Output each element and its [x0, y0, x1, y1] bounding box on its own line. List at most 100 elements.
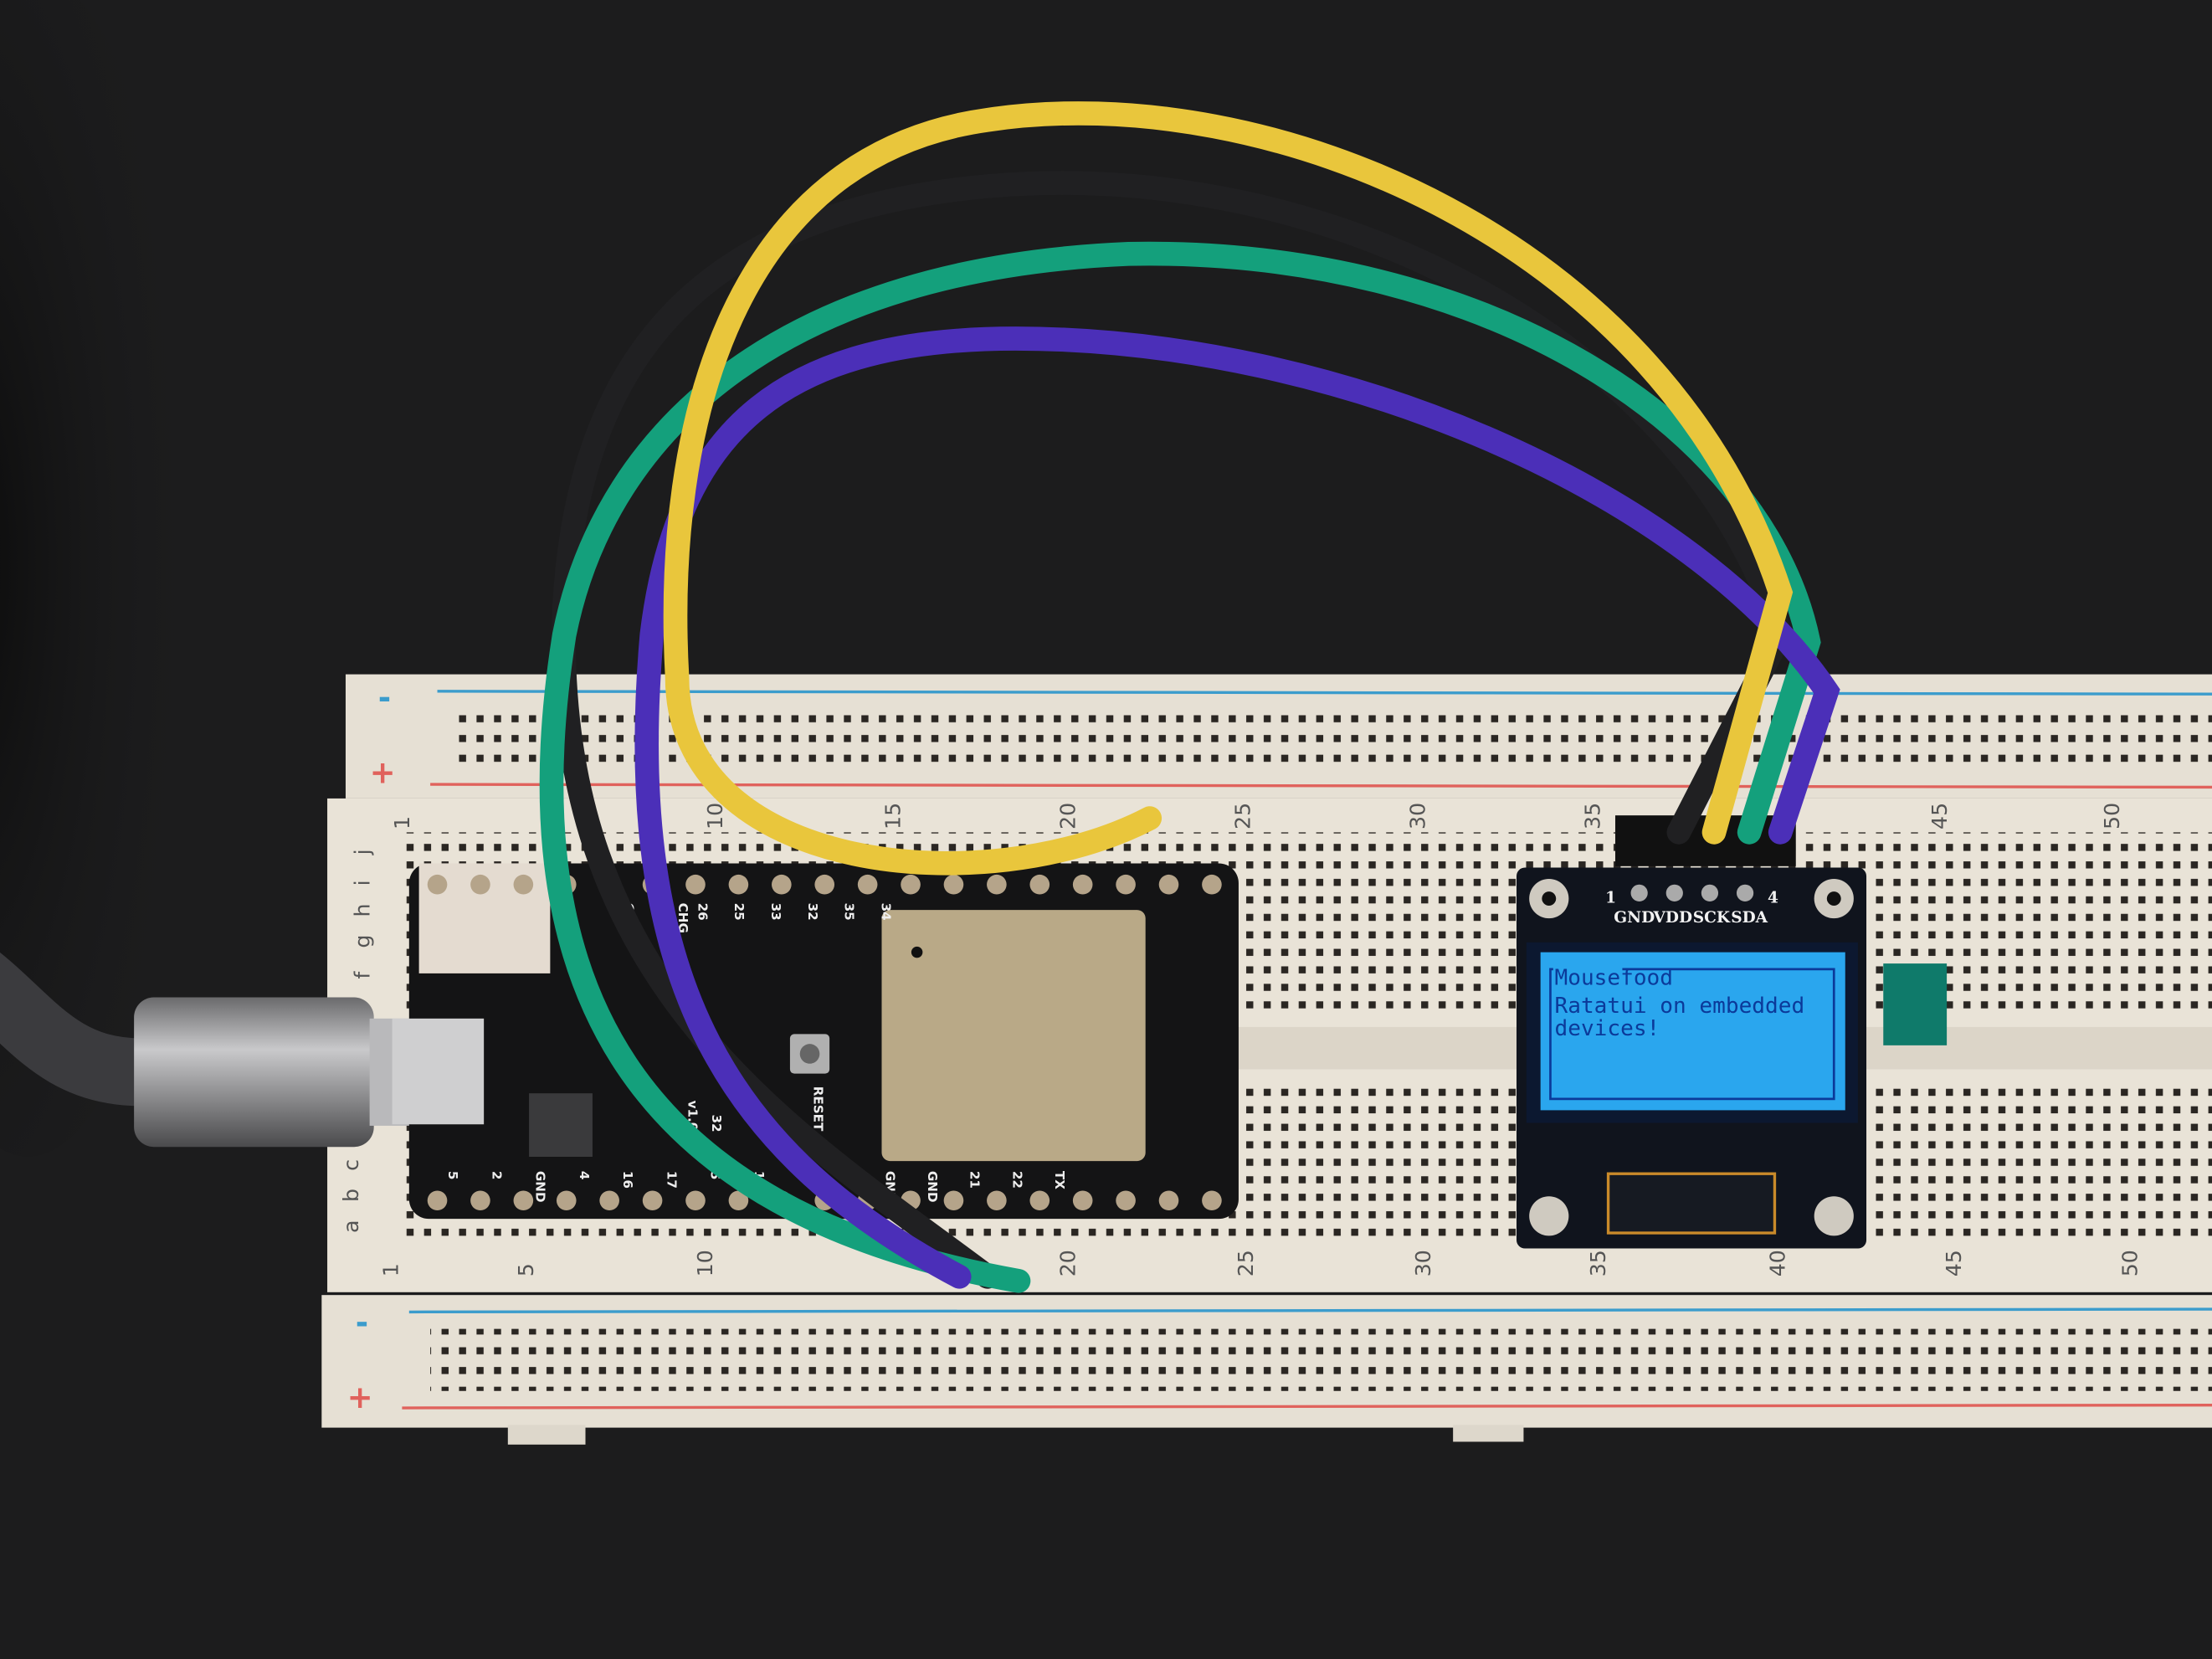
bottom-row-letters: c b a	[339, 1159, 363, 1233]
column-number: 45	[1927, 803, 1952, 830]
vdd-label: VDD	[1653, 909, 1693, 927]
header-pin	[1158, 1190, 1179, 1211]
column-number: 5	[514, 1263, 538, 1276]
oled-screen	[1540, 952, 1845, 1111]
purple-wire	[634, 326, 1840, 1289]
column-number: 40	[1765, 1250, 1789, 1276]
column-number: 10	[693, 1250, 717, 1276]
pin-label: 25	[731, 903, 747, 921]
row-letter: b	[339, 1189, 363, 1202]
pin-label: 2	[489, 1171, 504, 1180]
pin-label: 16	[620, 1171, 635, 1189]
chg-label: CHG	[675, 903, 690, 933]
column-number: 30	[1411, 1250, 1435, 1276]
top-power-rail: - +	[345, 674, 2212, 799]
pin-label: 22	[1009, 1171, 1024, 1189]
sda-label: SDA	[1731, 909, 1768, 927]
row-letter: f	[351, 971, 375, 979]
pin-4-label: 4	[1768, 890, 1778, 907]
yellow-wire	[663, 101, 1794, 876]
rail-minus-label: -	[356, 1305, 368, 1341]
header-pin	[728, 874, 749, 895]
header-pin	[772, 874, 792, 895]
pin-1-label: 1	[1605, 890, 1616, 907]
row-letter: h	[351, 903, 375, 917]
bottom-power-rail: - +	[321, 1295, 2212, 1445]
header-pin	[1202, 874, 1222, 895]
sck-label: SCK	[1693, 909, 1731, 927]
header-pin	[513, 874, 534, 895]
column-number: 35	[1586, 1250, 1610, 1276]
column-number: 35	[1580, 803, 1604, 830]
header-pin	[685, 874, 706, 895]
pin-label: 26	[695, 903, 710, 921]
oled-module: 1 4 GND VDD SCK SDA Mousefood Ratatui on…	[1517, 815, 1948, 1249]
header-pin	[1116, 874, 1136, 895]
oled-pins	[1630, 884, 1754, 901]
header-pin	[470, 1190, 490, 1211]
header-pin	[728, 1190, 749, 1211]
pin-label: 21	[967, 1171, 983, 1189]
header-pin	[1072, 1190, 1093, 1211]
row-letter: c	[339, 1159, 363, 1171]
header-pin	[987, 1190, 1007, 1211]
shadow	[0, 0, 198, 1157]
row-letter: j	[351, 849, 375, 855]
column-number: 1	[390, 816, 414, 830]
header-pin	[513, 1190, 534, 1211]
screen-line-1: Ratatui on embedded	[1555, 994, 1805, 1019]
row-letter: g	[351, 935, 375, 948]
column-number: 25	[1230, 803, 1255, 830]
header-pin	[1158, 874, 1179, 895]
top-row-letters: j i h g f	[351, 849, 375, 978]
rail-plus-label: +	[370, 754, 396, 790]
ribbon-tab	[1883, 963, 1948, 1045]
column-number: 25	[1234, 1250, 1258, 1276]
pin-label: 34	[878, 903, 893, 921]
header-pin	[470, 874, 490, 895]
jumper-wires	[539, 101, 1840, 1293]
header-pin	[1029, 1190, 1050, 1211]
header-pin	[901, 874, 921, 895]
pin-label: GND	[533, 1171, 548, 1203]
micro-usb-port	[392, 1018, 485, 1125]
pin-label: 33	[768, 903, 783, 921]
column-number: 50	[2100, 803, 2124, 830]
header-pin	[685, 1190, 706, 1211]
header-pin	[1202, 1190, 1222, 1211]
row-letter: i	[351, 880, 375, 886]
header-pin	[599, 1190, 619, 1211]
header-pin	[987, 874, 1007, 895]
green-wire	[539, 241, 1821, 1293]
rail-plus-label: +	[347, 1379, 373, 1415]
column-number: 15	[880, 803, 905, 830]
pin-label: 5	[708, 1171, 723, 1180]
screen-line-2: devices!	[1555, 1016, 1660, 1041]
column-number: 1	[378, 1263, 403, 1276]
pin-label: TX	[1052, 1171, 1067, 1189]
esp32-module	[881, 910, 1146, 1162]
model-label: 32	[709, 1114, 724, 1132]
pin-label: 5	[445, 1171, 460, 1180]
column-number: 10	[703, 803, 727, 830]
header-pin	[857, 874, 878, 895]
header-pin	[427, 1190, 448, 1211]
pin-label: 32	[805, 903, 820, 921]
header-pin	[1072, 874, 1093, 895]
column-number: 45	[1942, 1250, 1966, 1276]
pin-label: 4	[577, 1171, 592, 1180]
header-pin	[642, 1190, 663, 1211]
pin-label: 35	[842, 903, 857, 921]
header-pin	[943, 1190, 964, 1211]
header-pin	[943, 874, 964, 895]
pin-label: 17	[664, 1171, 679, 1189]
reset-label: RESET	[811, 1086, 826, 1132]
header-pin	[1116, 1190, 1136, 1211]
header-pin	[1029, 874, 1050, 895]
pin-label: GND	[925, 1171, 940, 1203]
rail-minus-label: -	[378, 680, 391, 716]
gnd-label: GND	[1614, 909, 1655, 927]
row-letter: a	[339, 1220, 363, 1233]
